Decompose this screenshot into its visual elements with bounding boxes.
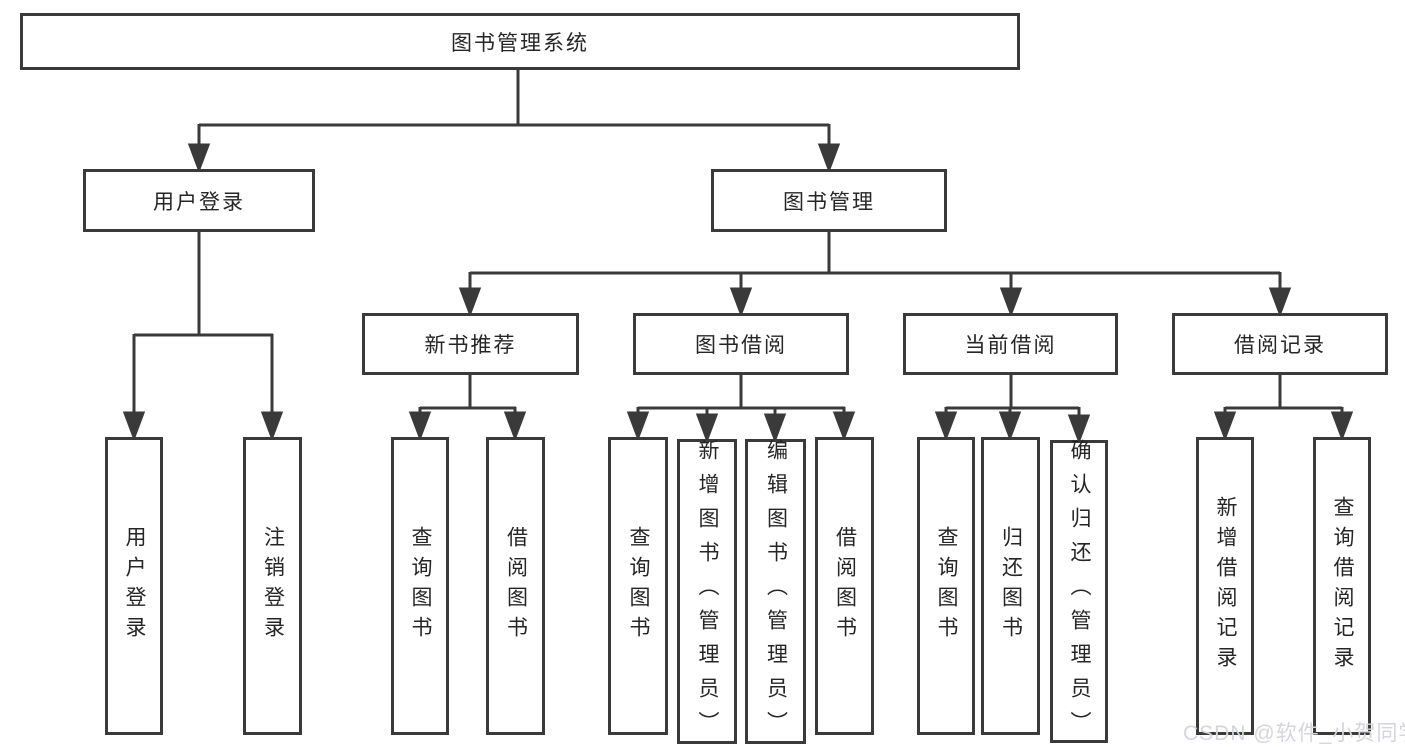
csdn-watermark: CSDN @软件_小贺同学	[1183, 722, 1405, 745]
leaf-user-login: 用户登录	[105, 437, 163, 735]
node-new-book-recommend: 新书推荐	[362, 313, 579, 375]
node-current-borrowing: 当前借阅	[903, 313, 1118, 375]
leaf-borrow-book: 借阅图书	[815, 437, 874, 735]
node-label: 图书借阅	[695, 334, 787, 357]
leaf-edit-book-admin: 编辑图书（管理员）	[745, 438, 806, 745]
leaf-confirm-return-admin: 确认归还（管理员）	[1050, 438, 1108, 745]
leaf-query-book-borrowing: 查询图书	[608, 437, 668, 735]
leaf-label: 用户登录	[123, 526, 146, 646]
leaf-label: 新增图书（管理员）	[696, 438, 719, 745]
node-user-login: 用户登录	[83, 169, 315, 232]
leaf-label: 查询图书	[409, 526, 432, 646]
leaf-label: 确认归还（管理员）	[1068, 438, 1091, 745]
node-label: 当前借阅	[964, 334, 1057, 357]
node-label: 用户登录	[153, 190, 245, 214]
node-label: 新书推荐	[424, 334, 517, 357]
leaf-add-borrow-record: 新增借阅记录	[1196, 437, 1254, 735]
leaf-borrow-book-recommend: 借阅图书	[486, 437, 545, 735]
leaf-label: 新增借阅记录	[1214, 496, 1237, 676]
node-label: 图书管理系统	[451, 31, 589, 55]
leaf-label: 借阅图书	[504, 526, 528, 646]
node-book-borrowing: 图书借阅	[633, 313, 849, 375]
node-root-library-system: 图书管理系统	[20, 13, 1020, 70]
leaf-label: 查询图书	[935, 526, 958, 646]
leaf-query-book-current: 查询图书	[917, 437, 975, 735]
node-borrow-records: 借阅记录	[1172, 313, 1388, 375]
leaf-label: 查询借阅记录	[1331, 496, 1354, 676]
leaf-query-borrow-record: 查询借阅记录	[1313, 437, 1371, 735]
leaf-logout: 注销登录	[243, 437, 302, 735]
leaf-label: 查询图书	[627, 526, 650, 646]
node-label: 借阅记录	[1234, 334, 1326, 357]
node-label: 图书管理	[783, 190, 875, 214]
leaf-label: 归还图书	[999, 526, 1023, 646]
leaf-query-book-recommend: 查询图书	[391, 437, 449, 735]
node-book-management: 图书管理	[711, 169, 947, 232]
leaf-add-book-admin: 新增图书（管理员）	[677, 438, 737, 745]
leaf-label: 借阅图书	[833, 526, 857, 646]
leaf-return-book: 归还图书	[981, 437, 1040, 735]
leaf-label: 编辑图书（管理员）	[764, 438, 788, 745]
leaf-label: 注销登录	[261, 526, 285, 646]
